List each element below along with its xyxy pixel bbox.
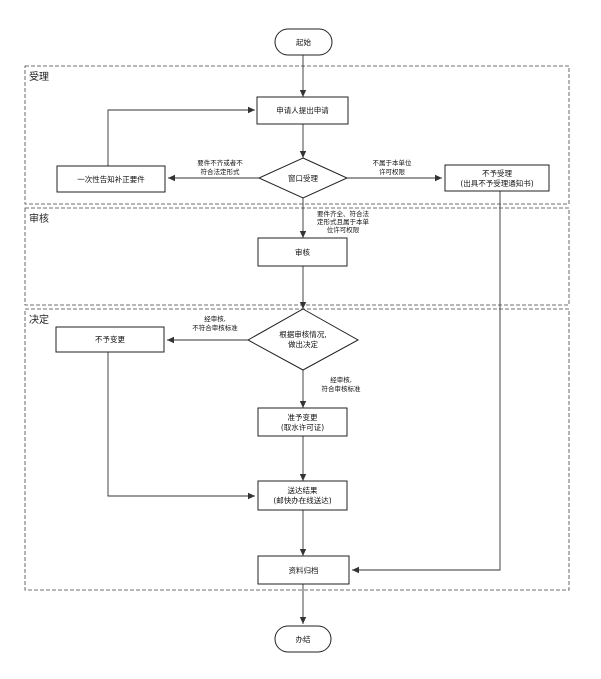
node-notify-label: 一次性告知补正要件 — [77, 174, 145, 184]
node-archive: 资料归档 — [257, 555, 350, 585]
lane-review: 审核 — [24, 207, 570, 306]
edge-label-pass: 经审核, 符合审核标准 — [322, 375, 362, 393]
node-deliver: 送达结果 (邮快办在线送达) — [257, 480, 348, 511]
edge-label-pass-line2: 符合审核标准 — [322, 384, 362, 393]
edge-label-not-scope-line1: 不属于本单位 — [373, 158, 413, 167]
node-approve: 准予变更 (取水许可证) — [257, 407, 348, 437]
edge-label-complete-line3: 位许可权限 — [327, 225, 360, 234]
node-window-label: 窗口受理 — [288, 173, 318, 183]
edge-label-fail: 经审核, 不符合审核标准 — [192, 314, 238, 332]
edge-label-complete-line2: 定形式且属于本单 — [317, 217, 370, 226]
lane-decide: 决定 — [24, 308, 570, 591]
edge-label-complete-line1: 要件齐全、符合法 — [317, 209, 370, 218]
edge-label-incomplete-line1: 要件不齐或者不 — [197, 158, 243, 167]
edge-notify-apply — [107, 106, 255, 166]
lane-decide-label: 决定 — [29, 313, 49, 326]
node-reject-line2: (出具不予受理通知书) — [460, 178, 533, 188]
edge-label-fail-line1: 经审核, — [204, 314, 226, 323]
node-end: 办结 — [274, 625, 332, 653]
node-window: 窗口受理 — [257, 157, 349, 199]
node-deliver-line1: 送达结果 — [288, 485, 318, 495]
node-start: 起始 — [274, 28, 333, 56]
edges — [107, 55, 501, 624]
node-approve-line1: 准予变更 — [288, 412, 318, 422]
node-end-label: 办结 — [296, 634, 311, 644]
node-review: 审核 — [257, 237, 348, 267]
edge-label-not-scope-line2: 许可权限 — [379, 167, 406, 176]
edge-reject-archive — [352, 191, 501, 574]
node-archive-label: 资料归档 — [289, 565, 319, 575]
node-reject-line1: 不予受理 — [482, 168, 512, 178]
node-deliver-line2: (邮快办在线送达) — [273, 495, 331, 505]
node-decide-line2: 做出决定 — [288, 339, 318, 349]
lane-accept: 受理 — [24, 65, 570, 205]
node-no-change-label: 不予变更 — [95, 334, 125, 344]
node-apply-label: 申请人提出申请 — [276, 105, 329, 115]
edge-label-complete: 要件齐全、符合法 定形式且属于本单 位许可权限 — [317, 209, 370, 234]
lane-review-label: 审核 — [29, 212, 49, 225]
node-notify: 一次性告知补正要件 — [56, 165, 166, 193]
node-decide: 根据审核情况, 做出决定 — [246, 308, 360, 371]
lane-accept-label: 受理 — [29, 71, 49, 83]
node-decide-line1: 根据审核情况, — [279, 329, 326, 339]
edge-label-fail-line2: 不符合审核标准 — [192, 323, 238, 332]
node-no-change: 不予变更 — [55, 326, 165, 353]
node-approve-line2: (取水许可证) — [281, 422, 324, 432]
node-review-label: 审核 — [295, 247, 310, 257]
node-apply: 申请人提出申请 — [256, 96, 349, 125]
edge-label-incomplete: 要件不齐或者不 符合法定形式 — [197, 158, 243, 176]
edge-label-not-scope: 不属于本单位 许可权限 — [373, 158, 413, 176]
edge-label-incomplete-line2: 符合法定形式 — [201, 167, 241, 176]
node-start-label: 起始 — [296, 37, 311, 47]
edge-label-pass-line1: 经审核, — [330, 375, 352, 384]
node-reject: 不予受理 (出具不予受理通知书) — [444, 164, 550, 192]
edge-nochange-deliver — [107, 352, 255, 500]
